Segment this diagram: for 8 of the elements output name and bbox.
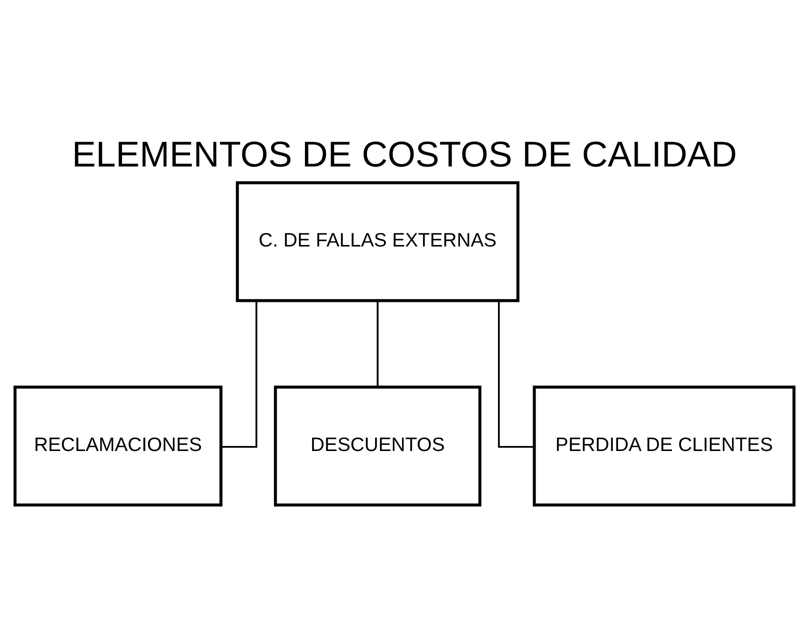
node-box: C. DE FALLAS EXTERNAS <box>235 181 519 302</box>
node-box: PERDIDA DE CLIENTES <box>532 386 795 507</box>
connector <box>498 301 534 448</box>
connector <box>220 301 257 448</box>
node-box: RECLAMACIONES <box>13 386 222 507</box>
diagram-title: ELEMENTOS DE COSTOS DE CALIDAD <box>71 134 737 175</box>
node-box: DESCUENTOS <box>273 386 481 507</box>
connector <box>376 300 378 388</box>
